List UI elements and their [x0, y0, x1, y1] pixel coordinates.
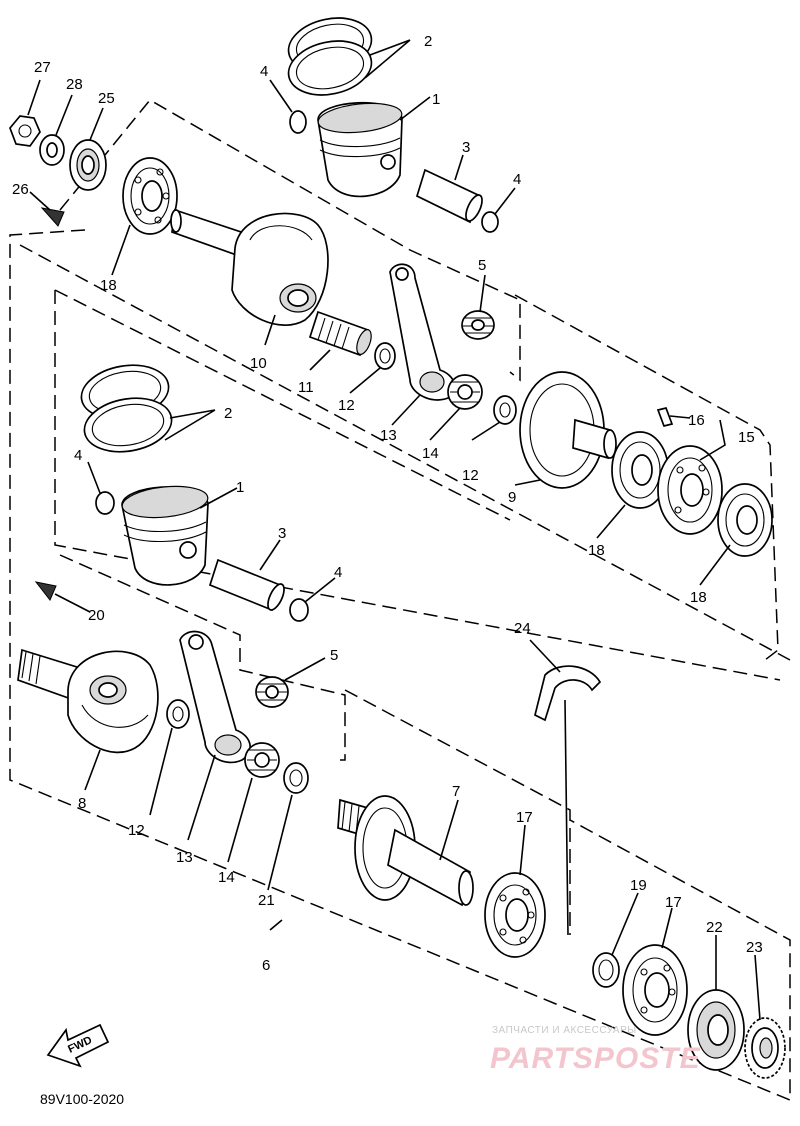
crank-wheel-left	[170, 208, 329, 326]
label-5-lower: 5	[330, 647, 338, 664]
label-7: 7	[452, 783, 460, 800]
thrust-washer-upper-left	[374, 342, 396, 370]
bearing-middle-right	[717, 483, 773, 557]
crank-wheel-lower-left	[17, 648, 159, 754]
piston-pin-clip-lower-left	[95, 491, 115, 515]
part-labels: 27 28 25 26 18 2 4 1 3 4 5 10 11 12 13 1…	[12, 33, 763, 974]
woodruff-key-lower	[34, 581, 57, 601]
label-14-lower: 14	[218, 869, 235, 886]
needle-bearing-big-end-lower	[244, 742, 280, 778]
label-4-upper-right: 4	[513, 171, 521, 188]
crankshaft-right-half	[337, 795, 474, 907]
needle-bearing-big-end-upper	[447, 374, 483, 410]
label-12-lower: 12	[128, 822, 145, 839]
connecting-rod-lower	[179, 630, 251, 764]
watermark-line1: ЗАПЧАСТИ И АКСЕССУАРЫ	[492, 1025, 637, 1036]
connecting-rod-upper	[389, 263, 456, 401]
crank-nut	[9, 115, 41, 147]
label-14-upper: 14	[422, 445, 439, 462]
label-13-lower: 13	[176, 849, 193, 866]
label-12-upper-right: 12	[462, 467, 479, 484]
crank-wheel-right	[519, 371, 617, 489]
piston-pin-clip-upper-left	[289, 110, 307, 134]
group-outlines	[9, 99, 791, 1102]
piston-pin-lower	[208, 558, 285, 612]
piston-pin-clip-upper-right	[481, 211, 499, 233]
drive-gear	[744, 1017, 786, 1079]
woodruff-key-upper	[40, 207, 65, 227]
label-3-upper: 3	[462, 139, 470, 156]
center-bearing-housing	[657, 445, 723, 535]
label-1-upper: 1	[432, 91, 440, 108]
label-20: 20	[88, 607, 105, 624]
label-8: 8	[78, 795, 86, 812]
watermark: ЗАПЧАСТИ И АКСЕССУАРЫ PARTSPOSTE	[490, 1025, 701, 1075]
crank-pin-upper	[308, 310, 372, 357]
needle-bearing-small-end-upper	[461, 310, 495, 340]
label-13-upper: 13	[380, 427, 397, 444]
label-2-upper: 2	[424, 33, 432, 50]
label-18-upper: 18	[100, 277, 117, 294]
label-25: 25	[98, 90, 115, 107]
crank-washer	[39, 134, 65, 166]
bearing-middle-left	[611, 431, 669, 509]
label-22: 22	[706, 919, 723, 936]
label-9: 9	[508, 489, 516, 506]
label-16: 16	[688, 412, 705, 429]
label-6: 6	[262, 957, 270, 974]
label-10: 10	[250, 355, 267, 372]
bearing-lower-right	[484, 872, 546, 958]
bearing-upper-left	[122, 157, 178, 235]
circlip-half-ring	[534, 665, 602, 722]
piston-upper	[317, 102, 403, 198]
label-5-upper: 5	[478, 257, 486, 274]
label-11: 11	[298, 379, 314, 396]
label-24: 24	[514, 620, 531, 637]
leader-lines	[27, 39, 761, 1021]
piston-lower	[121, 485, 209, 586]
piston-pin-upper	[415, 168, 483, 224]
bearing-end	[622, 944, 688, 1036]
label-2-lower: 2	[224, 405, 232, 422]
label-28: 28	[66, 76, 83, 93]
thrust-washer-lower-right	[283, 762, 309, 794]
label-15: 15	[738, 429, 755, 446]
label-23: 23	[746, 939, 763, 956]
thrust-washer-upper-right	[493, 395, 517, 425]
label-4-lower-left: 4	[74, 447, 82, 464]
needle-bearing-small-end-lower	[255, 676, 289, 708]
label-26: 26	[12, 181, 29, 198]
oil-seal-end	[687, 989, 745, 1071]
label-12-upper-left: 12	[338, 397, 355, 414]
drawing-code: 89V100-2020	[40, 1091, 124, 1107]
label-21: 21	[258, 892, 275, 909]
label-4-upper-left: 4	[260, 63, 268, 80]
thrust-washer-lower-left	[166, 699, 190, 729]
label-4-lower-right: 4	[334, 564, 342, 581]
end-washer	[592, 952, 620, 988]
label-1-lower: 1	[236, 479, 244, 496]
oil-seal	[69, 139, 107, 191]
watermark-line2: PARTSPOSTE	[490, 1042, 701, 1075]
label-18-right: 18	[690, 589, 707, 606]
label-3-lower: 3	[278, 525, 286, 542]
label-17-lower: 17	[516, 809, 533, 826]
label-17-end: 17	[665, 894, 682, 911]
label-18-middle: 18	[588, 542, 605, 559]
piston-rings-lower	[80, 364, 173, 453]
dowel-pin	[656, 406, 674, 428]
piston-rings-upper	[287, 17, 373, 96]
label-19: 19	[630, 877, 647, 894]
forward-arrow: FWD	[46, 1023, 110, 1068]
label-27: 27	[34, 59, 51, 76]
piston-pin-clip-lower-right	[289, 598, 309, 622]
